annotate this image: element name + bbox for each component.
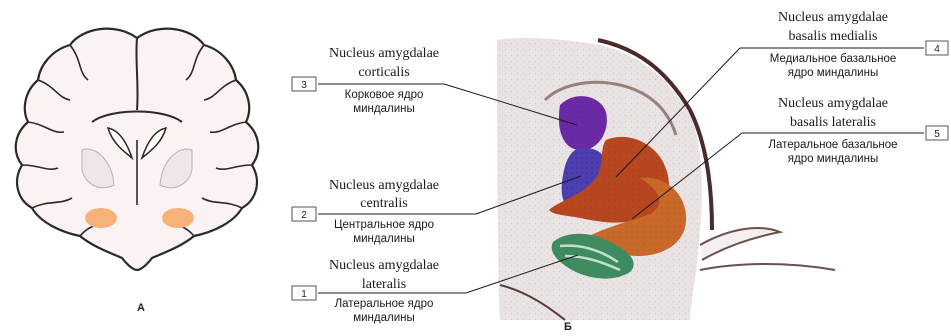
number-1: 1 — [301, 289, 307, 300]
label-2-ru-line2: миндалины — [353, 233, 415, 245]
number-4: 4 — [934, 44, 940, 55]
label-1-latin-line1: Nucleus amygdalae — [329, 258, 439, 273]
label-4-ru-line1: Медиальное базальное — [770, 53, 897, 65]
label-5-ru-line1: Латеральное базальное — [768, 139, 897, 151]
label-5-ru-line2: ядро миндалины — [788, 153, 878, 165]
number-3: 3 — [301, 80, 307, 91]
number-box-2: 2 — [292, 207, 316, 221]
number-box-5: 5 — [926, 126, 948, 140]
longitudinal-fissure — [136, 38, 137, 110]
label-3-ru-line2: миндалины — [353, 103, 415, 115]
panel-label-a: А — [137, 302, 145, 314]
label-5-latin-line2: basalis lateralis — [790, 115, 876, 130]
label-1-latin-line2: lateralis — [362, 277, 406, 292]
number-box-4: 4 — [926, 41, 948, 55]
number-box-3: 3 — [292, 77, 316, 91]
label-4-latin-line1: Nucleus amygdalae — [778, 10, 888, 25]
number-5: 5 — [934, 129, 940, 140]
label-2-latin-line1: Nucleus amygdalae — [329, 178, 439, 193]
amygdala-right — [162, 208, 194, 228]
number-2: 2 — [301, 210, 307, 221]
label-4-ru-line2: ядро миндалины — [788, 67, 878, 79]
label-1-ru-line2: миндалины — [353, 312, 415, 324]
number-box-1: 1 — [292, 286, 316, 300]
coronal-brain-section — [16, 29, 259, 270]
label-1-ru-line1: Латеральное ядро — [335, 298, 434, 310]
panel-label-b: Б — [564, 321, 572, 333]
hippocampal-fold — [700, 228, 780, 260]
label-3-ru-line1: Корковое ядро — [345, 89, 424, 101]
amygdala-left — [85, 208, 117, 228]
label-2-latin-line2: centralis — [360, 196, 407, 211]
label-3-latin-line2: corticalis — [358, 65, 409, 80]
label-5-latin-line1: Nucleus amygdalae — [778, 96, 888, 111]
temporal-surface — [700, 264, 835, 270]
label-4-latin-line2: basalis medialis — [788, 29, 877, 44]
label-2-ru-line1: Центральное ядро — [334, 219, 434, 231]
label-3-latin-line1: Nucleus amygdalae — [329, 46, 439, 61]
histology-section — [497, 38, 835, 320]
